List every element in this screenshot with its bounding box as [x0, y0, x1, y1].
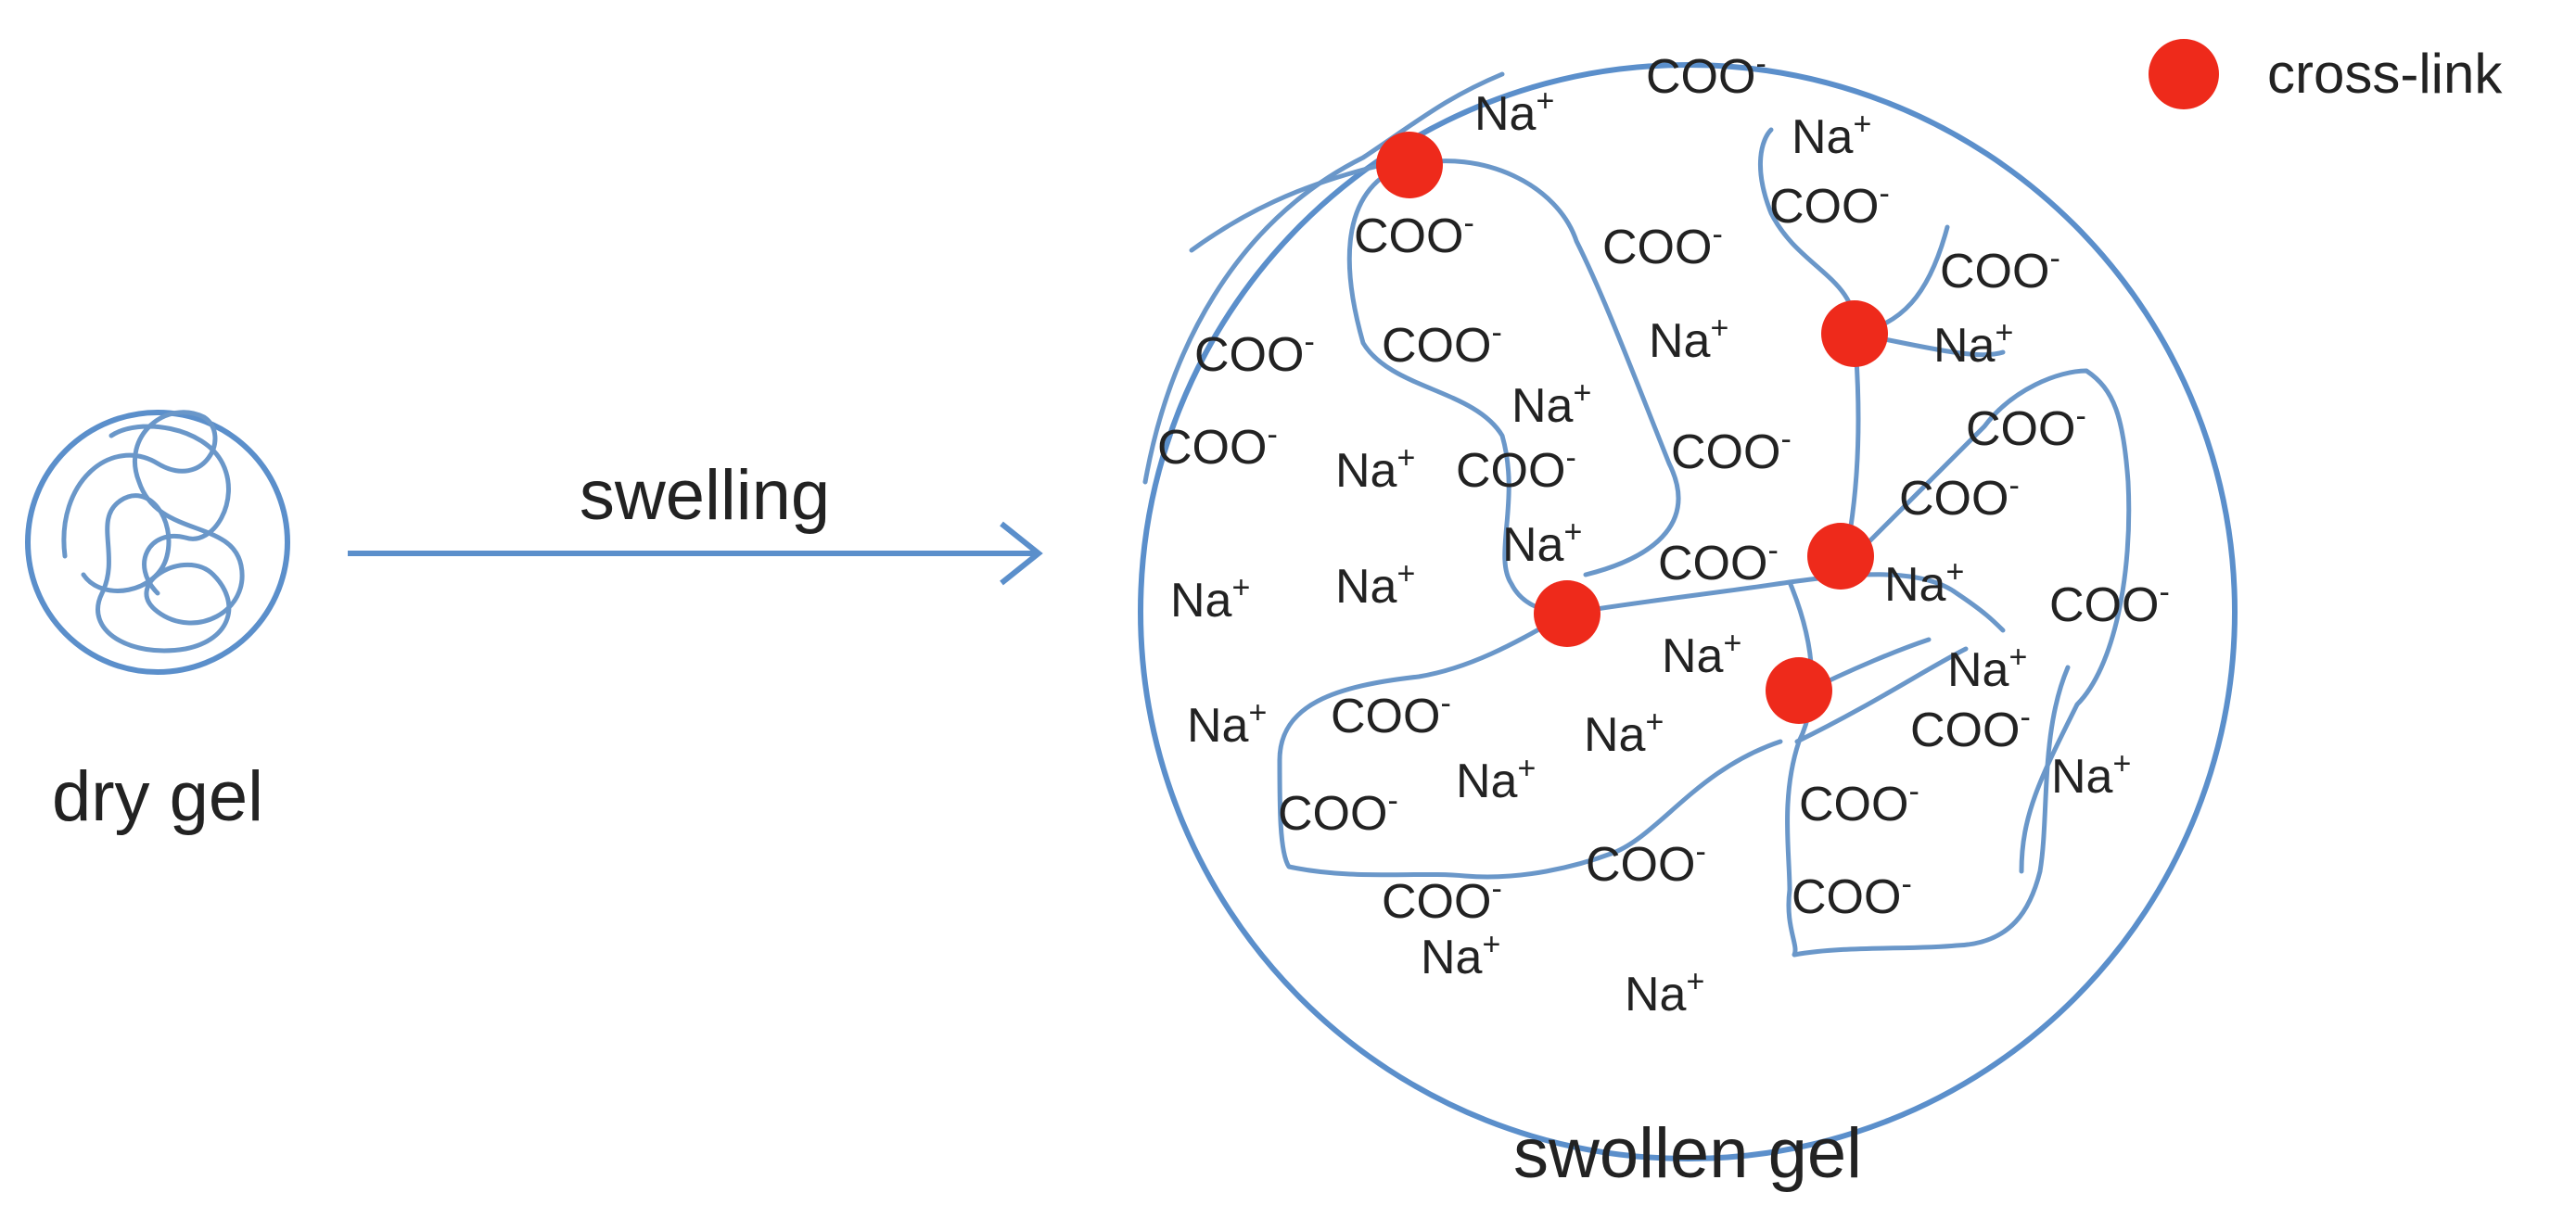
carboxylate-ion: COO-: [1899, 468, 2020, 526]
sodium-ion: Na+: [1474, 83, 1554, 141]
legend: cross-link: [2149, 39, 2503, 109]
sodium-ion: Na+: [1625, 964, 1704, 1021]
polymer-chain: [1838, 368, 2132, 874]
polymer-chain: [1757, 127, 1861, 585]
dry-gel-tangled-chain: [61, 410, 245, 653]
carboxylate-ion: COO-: [1910, 700, 2031, 757]
polymer-chain: [1277, 611, 1783, 880]
sodium-ion: Na+: [1502, 514, 1582, 572]
sodium-ion: Na+: [1662, 626, 1741, 683]
sodium-ion: Na+: [1335, 556, 1415, 614]
carboxylate-ion: COO-: [1940, 241, 2060, 298]
carboxylate-ion: COO-: [1966, 399, 2086, 456]
arrow-head: [1000, 521, 1043, 586]
legend-cross-link-swatch: [2149, 39, 2219, 109]
carboxylate-ion: COO-: [1354, 206, 1474, 263]
swollen-gel-label: swollen gel: [1513, 1114, 1862, 1193]
carboxylate-ion: COO-: [1456, 440, 1576, 498]
carboxylate-ion: COO-: [1602, 217, 1723, 274]
polymer-chain: [1794, 646, 1969, 744]
sodium-ion: Na+: [1933, 315, 2013, 373]
ion-labels: COO- COO- COO- COO- COO- COO- COO- COO- …: [1157, 46, 2170, 1021]
carboxylate-ion: COO-: [1194, 324, 1315, 382]
cross-link-dot: [1766, 657, 1832, 724]
cross-link-dot: [1821, 300, 1888, 367]
cross-link-dot: [1376, 132, 1443, 198]
swelling-label: swelling: [580, 456, 830, 535]
sodium-ion: Na+: [1456, 751, 1536, 808]
carboxylate-ion: COO-: [1586, 834, 1706, 892]
sodium-ion: Na+: [1649, 311, 1728, 368]
sodium-ion: Na+: [1335, 440, 1415, 498]
sodium-ion: Na+: [1584, 704, 1664, 762]
dry-gel-outline: [25, 410, 290, 675]
cross-link-dot: [1534, 580, 1600, 647]
polymer-chain: [1346, 164, 1570, 616]
sodium-ion: Na+: [1421, 927, 1500, 984]
sodium-ion: Na+: [1884, 554, 1964, 612]
cross-link-dot: [1807, 523, 1874, 590]
carboxylate-ion: COO-: [1769, 176, 1890, 234]
carboxylate-ion: COO-: [1278, 783, 1398, 841]
dry-gel-label: dry gel: [52, 757, 263, 836]
carboxylate-ion: COO-: [1799, 774, 1919, 831]
cross-links: [1376, 132, 1888, 724]
carboxylate-ion: COO-: [1382, 871, 1502, 929]
dry-gel: [25, 410, 290, 675]
sodium-ion: Na+: [1170, 570, 1250, 628]
carboxylate-ion: COO-: [1157, 417, 1278, 475]
sodium-ion: Na+: [1792, 107, 1871, 164]
carboxylate-ion: COO-: [1658, 533, 1779, 590]
carboxylate-ion: COO-: [2049, 575, 2170, 632]
carboxylate-ion: COO-: [1646, 46, 1766, 104]
polymer-chain: [1407, 159, 1681, 577]
swollen-gel-outline: [1138, 62, 2238, 1161]
sodium-ion: Na+: [1947, 640, 2027, 697]
carboxylate-ion: COO-: [1331, 686, 1451, 743]
sodium-ion: Na+: [1511, 375, 1591, 433]
carboxylate-ion: COO-: [1671, 422, 1792, 479]
sodium-ion: Na+: [2051, 746, 2131, 804]
legend-cross-link-label: cross-link: [2267, 43, 2503, 105]
carboxylate-ion: COO-: [1382, 315, 1502, 373]
polymer-chain: [1189, 162, 1384, 253]
carboxylate-ion: COO-: [1792, 867, 1912, 924]
swelling-arrow: [348, 521, 1043, 586]
sodium-ion: Na+: [1187, 695, 1267, 753]
